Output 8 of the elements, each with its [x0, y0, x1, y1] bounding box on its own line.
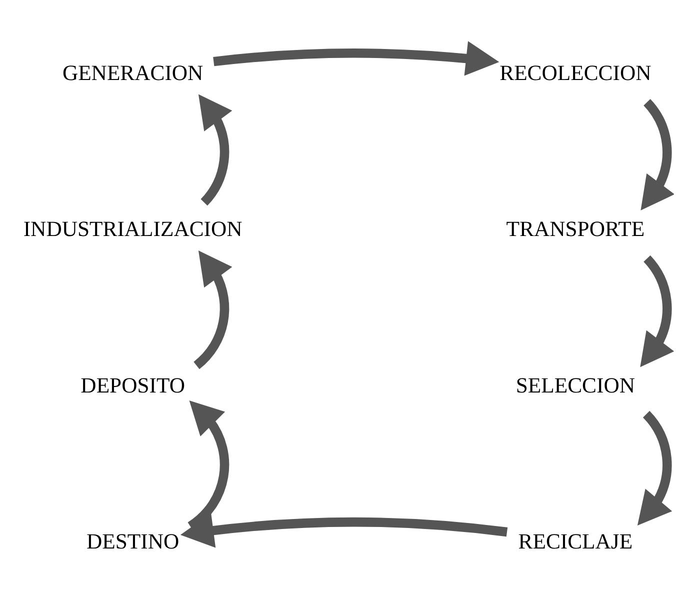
node-text: DEPOSITO — [80, 372, 185, 397]
node-text: DESTINO — [86, 529, 180, 554]
node-text: GENERACION — [62, 60, 204, 84]
node-text: INDUSTRIALIZACION — [23, 216, 242, 241]
node-text: RECICLAJE — [518, 529, 633, 554]
node-text: TRANSPORTE — [506, 216, 645, 241]
node-text: RECOLECCION — [500, 60, 652, 84]
node-text: SELECCION — [516, 372, 635, 397]
